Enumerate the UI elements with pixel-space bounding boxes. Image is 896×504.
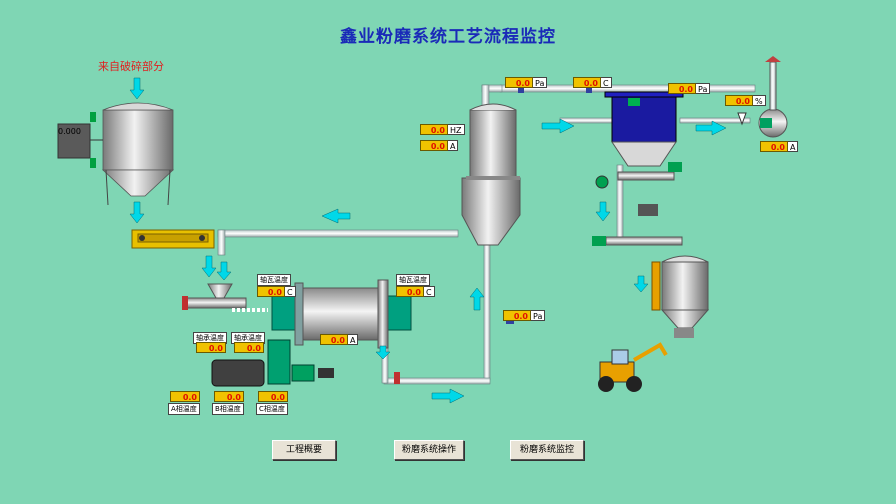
exhaust-fan [737, 56, 788, 138]
raw-material-silo [57, 102, 175, 206]
label-phase-a: A相温度 [168, 403, 200, 415]
readout-motor-bearing-2: 0.0 [234, 342, 264, 353]
overview-button[interactable]: 工程概要 [272, 440, 336, 460]
readout-motor-bearing-1: 0.0 [196, 342, 226, 353]
label-phase-b: B相温度 [212, 403, 244, 415]
source-label: 来自破碎部分 [98, 60, 164, 73]
monitor-button[interactable]: 粉磨系统监控 [510, 440, 584, 460]
readout-phase-c: 0.0 [258, 391, 288, 402]
pipes [217, 84, 756, 385]
operation-button[interactable]: 粉磨系统操作 [394, 440, 464, 460]
mill-motor [211, 339, 334, 387]
wheel-loader [598, 342, 668, 392]
flow-arrows [129, 77, 727, 404]
product-silo [651, 255, 710, 338]
readout-phase-b: 0.0 [214, 391, 244, 402]
valves [394, 85, 592, 384]
label-bearing-temp-right: 轴瓦温度 [396, 274, 430, 286]
classifier-separator [461, 103, 521, 246]
screw-conveyors [592, 162, 683, 246]
mill-feeder [182, 283, 268, 312]
label-bearing-temp-left: 轴瓦温度 [257, 274, 291, 286]
silo-level-readout: 0.000 [58, 127, 81, 136]
readout-fan-valve: 0.0% [725, 95, 766, 106]
belt-feeder [131, 229, 215, 249]
page-title: 鑫业粉磨系统工艺流程监控 [340, 27, 556, 47]
bag-filter [604, 91, 684, 167]
label-phase-c: C相温度 [256, 403, 288, 415]
readout-phase-a: 0.0 [170, 391, 200, 402]
